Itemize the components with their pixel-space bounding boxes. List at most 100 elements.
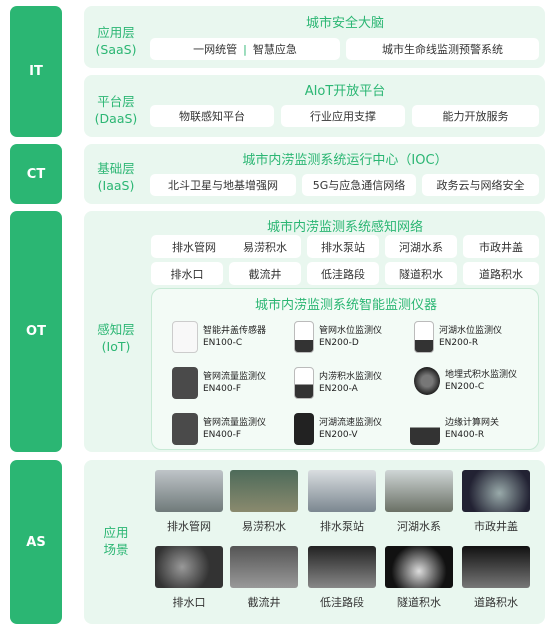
- scene-label: 河湖水系: [397, 520, 441, 533]
- saas-item-1: 一网统管: [193, 43, 238, 56]
- device-8: 河湖流速监测仪 EN200-V: [294, 413, 382, 445]
- device-model: EN200-V: [319, 430, 358, 440]
- device-model: EN200-R: [439, 338, 479, 348]
- tunnel-photo: [385, 546, 453, 588]
- instrument-title: 城市内涝监测系统智能监测仪器: [254, 298, 437, 313]
- gateway-icon: [410, 413, 440, 445]
- scene-9: 隧道积水: [385, 546, 453, 610]
- device-4: 管网流量监测仪 EN400-F: [172, 367, 266, 399]
- device-1: 智能井盖传感器 EN100-C: [172, 321, 266, 353]
- device-9: 边缘计算网关 EN400-R: [410, 413, 499, 445]
- device-name: 管网流量监测仪: [203, 372, 267, 382]
- road-water-photo: [462, 546, 530, 588]
- scene-label: 易涝积水: [242, 520, 286, 533]
- band-ct: CT: [10, 144, 62, 204]
- scene-label: 市政井盖: [474, 520, 518, 533]
- daas-title: AIoT开放平台: [304, 84, 386, 99]
- iaas-title: 城市内涝监测系统运行中心（IOC）: [242, 153, 448, 168]
- scene-10: 道路积水: [462, 546, 530, 610]
- band-it: IT: [10, 6, 62, 137]
- scene-8: 低洼路段: [308, 546, 376, 610]
- scene-label: 排水泵站: [320, 520, 364, 533]
- separator: |: [243, 42, 247, 56]
- waterlogging-sensor-icon: [294, 367, 314, 399]
- daas-item-1: 物联感知平台: [150, 105, 274, 127]
- waterlogging-photo: [230, 470, 298, 512]
- daas-item-2: 行业应用支撑: [281, 105, 405, 127]
- iot-tag-6: 排水口: [151, 262, 223, 285]
- saas-label: 应用层 (SaaS): [95, 25, 137, 57]
- scene-label: 排水管网: [167, 520, 211, 533]
- iot-tag-5: 市政井盖: [463, 235, 539, 258]
- pipe-level-sensor-icon: [294, 321, 314, 353]
- scene-1: 排水管网: [155, 470, 223, 534]
- iot-tag-3: 排水泵站: [307, 235, 379, 258]
- scene-label: 低洼路段: [320, 596, 364, 609]
- device-name: 河湖流速监测仪: [319, 418, 383, 428]
- drain-outlet-photo: [155, 546, 223, 588]
- device-2: 管网水位监测仪 EN200-D: [294, 321, 382, 353]
- river-system-photo: [385, 470, 453, 512]
- iot-label: 感知层 (IoT): [97, 322, 135, 354]
- daas-item-3: 能力开放服务: [412, 105, 539, 127]
- interception-well-photo: [230, 546, 298, 588]
- device-model: EN400-F: [203, 430, 242, 440]
- manhole-cover-photo: [462, 470, 530, 512]
- scene-2: 易涝积水: [230, 470, 298, 534]
- river-level-sensor-icon: [414, 321, 434, 353]
- iaas-label: 基础层 (IaaS): [97, 161, 135, 193]
- device-model: EN400-R: [445, 430, 485, 440]
- iot-network-title: 城市内涝监测系统感知网络: [266, 220, 423, 235]
- device-name: 边缘计算网关: [445, 418, 500, 428]
- saas-panel: 应用层 (SaaS) 城市安全大脑 一网统管 | 智慧应急 城市生命线监测预警系…: [84, 6, 545, 68]
- iot-tag-7: 截流井: [229, 262, 301, 285]
- device-3: 河湖水位监测仪 EN200-R: [414, 321, 502, 353]
- iot-tag-10: 道路积水: [463, 262, 539, 285]
- scene-5: 市政井盖: [462, 470, 530, 534]
- device-name: 管网水位监测仪: [319, 326, 383, 336]
- scene-7: 截流井: [230, 546, 298, 610]
- device-model: EN200-D: [319, 338, 359, 348]
- iaas-item-3: 政务云与网络安全: [422, 174, 539, 196]
- device-name: 智能井盖传感器: [203, 326, 267, 336]
- band-ot: OT: [10, 211, 62, 452]
- device-model: EN400-F: [203, 384, 242, 394]
- iot-tag-1: 排水管网: [151, 235, 237, 258]
- low-lying-road-photo: [308, 546, 376, 588]
- pipe-flow-meter-icon: [172, 367, 198, 399]
- iaas-item-1: 北斗卫星与地基增强网: [150, 174, 296, 196]
- scene-label: 道路积水: [474, 596, 518, 609]
- device-name: 管网流量监测仪: [203, 418, 267, 428]
- saas-right-bar: 城市生命线监测预警系统: [346, 38, 539, 60]
- scene-label: 隧道积水: [397, 596, 441, 609]
- drainage-pipe-photo: [155, 470, 223, 512]
- saas-left-bar: 一网统管 | 智慧应急: [150, 38, 340, 60]
- daas-label: 平台层 (DaaS): [94, 94, 138, 126]
- scene-3: 排水泵站: [308, 470, 376, 534]
- manhole-sensor-icon: [172, 321, 198, 353]
- velocity-sensor-icon: [294, 413, 314, 445]
- iaas-item-2: 5G与应急通信网络: [302, 174, 416, 196]
- iot-tag-9: 隧道积水: [385, 262, 457, 285]
- iot-tag-2: 易涝积水: [229, 235, 301, 258]
- buried-sensor-icon: [414, 367, 440, 395]
- device-model: EN200-A: [319, 384, 358, 394]
- device-model: EN200-C: [445, 382, 485, 392]
- iot-tag-8: 低洼路段: [307, 262, 379, 285]
- saas-title: 城市安全大脑: [305, 16, 384, 31]
- pump-station-photo: [308, 470, 376, 512]
- device-name: 地埋式积水监测仪: [445, 370, 518, 380]
- scene-6: 排水口: [155, 546, 223, 610]
- daas-panel: 平台层 (DaaS) AIoT开放平台 物联感知平台 行业应用支撑 能力开放服务: [84, 75, 545, 137]
- scene-label: 截流井: [247, 596, 281, 609]
- band-as: AS: [10, 460, 62, 624]
- saas-item-2: 智慧应急: [252, 43, 297, 56]
- instrument-panel: 城市内涝监测系统智能监测仪器 智能井盖传感器 EN100-C 管网水位监测仪 EN2…: [151, 288, 539, 450]
- device-name: 河湖水位监测仪: [439, 326, 503, 336]
- device-7: 管网流量监测仪 EN400-F: [172, 413, 266, 445]
- as-label: 应用 场景: [103, 525, 129, 557]
- iaas-panel: 基础层 (IaaS) 城市内涝监测系统运行中心（IOC） 北斗卫星与地基增强网 …: [84, 144, 545, 204]
- device-model: EN100-C: [203, 338, 243, 348]
- device-6: 地埋式积水监测仪 EN200-C: [414, 367, 517, 395]
